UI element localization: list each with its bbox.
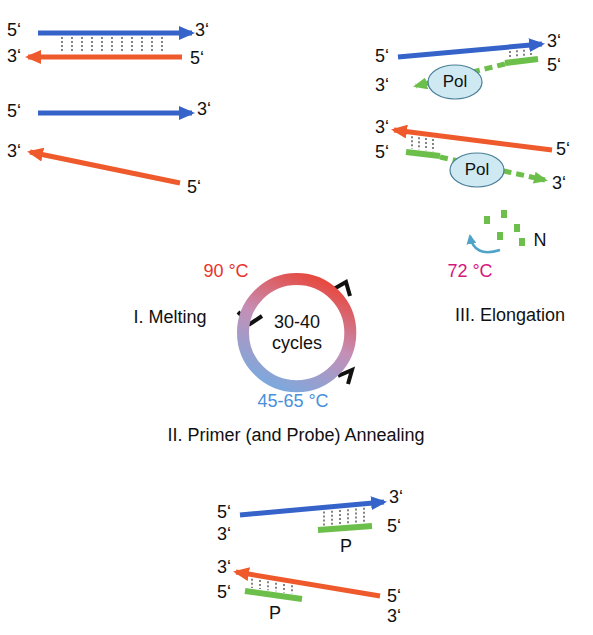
base-pair-stroke: [141, 37, 142, 53]
strand-end-label: 5‘: [190, 49, 204, 69]
cycle-count: 30-40 cycles: [262, 312, 332, 353]
cycle-ring: 30-40 cycles: [236, 272, 357, 393]
strand-end-label: 5‘: [387, 517, 401, 537]
step-label: II. Primer (and Probe) Annealing: [167, 426, 424, 446]
polymerase-ellipse: Pol: [449, 152, 505, 188]
strand-end-label: 5‘: [7, 102, 21, 122]
strand-end-label: 5‘: [375, 143, 389, 163]
strand-end-label: 3‘: [389, 488, 403, 508]
strand-end-label: P: [340, 537, 352, 557]
strand-end-label: 3‘: [197, 100, 211, 120]
base-pair-stroke: [101, 37, 102, 53]
base-pair-stroke: [411, 136, 412, 148]
strand-end-label: 3‘: [375, 118, 389, 138]
base-pair-stroke: [418, 137, 419, 149]
base-pair-stroke: [131, 37, 132, 53]
base-pair-stroke: [432, 139, 433, 151]
base-pair-stroke: [161, 37, 162, 53]
base-pair-stroke: [111, 37, 112, 53]
strand-end-label: 5‘: [217, 583, 231, 603]
step-label: 45-65 °C: [257, 392, 328, 412]
step-label: III. Elongation: [455, 306, 565, 326]
polymerase-ellipse: Pol: [427, 64, 483, 100]
base-pair-stroke: [259, 580, 260, 589]
base-pair-stroke: [530, 49, 531, 56]
base-pair-stroke: [81, 37, 82, 53]
strand-end-label: 3‘: [375, 76, 389, 96]
base-pair-stroke: [275, 583, 276, 592]
base-pair-stroke: [151, 37, 152, 53]
strand-end-label: N: [534, 231, 547, 251]
strand-end-label: 5‘: [387, 587, 401, 607]
strand-end-label: 5‘: [7, 21, 21, 41]
base-pair-stroke: [516, 50, 517, 57]
base-pair-stroke: [291, 585, 292, 593]
base-pair-stroke: [425, 138, 426, 150]
step-label: I. Melting: [133, 308, 206, 328]
strand-end-label: 3‘: [552, 174, 566, 194]
base-pair-stroke: [347, 509, 348, 524]
base-pair-stroke: [523, 50, 524, 57]
strand-end-label: 3‘: [547, 32, 561, 52]
polymerase-label: Pol: [443, 72, 468, 92]
strand-end-label: 3‘: [387, 607, 401, 627]
strand-end-label: 3‘: [7, 142, 21, 162]
base-pair-stroke: [283, 584, 284, 592]
strand-end-label: 5‘: [217, 503, 231, 523]
polymerase-label: Pol: [465, 160, 490, 180]
strand-end-label: 3‘: [217, 525, 231, 545]
base-pair-stroke: [339, 510, 340, 524]
strand-end-label: 5‘: [556, 140, 570, 160]
strand-end-label: 3‘: [7, 47, 21, 67]
base-pair-stroke: [91, 37, 92, 53]
base-pair-stroke: [363, 508, 364, 523]
step-label: 72 °C: [447, 262, 492, 282]
base-pair-stroke: [509, 51, 510, 59]
strand-end-label: 5‘: [547, 56, 561, 76]
strand-end-label: 3‘: [195, 21, 209, 41]
step-label: 90 °C: [203, 262, 248, 282]
strand-end-label: 5‘: [187, 178, 201, 198]
strand-end-label: 5‘: [375, 47, 389, 67]
base-pair-stroke: [331, 511, 332, 525]
base-pair-stroke: [251, 579, 252, 588]
base-pair-stroke: [267, 581, 268, 590]
base-pair-stroke: [323, 511, 324, 525]
base-pair-stroke: [121, 37, 122, 53]
base-pair-stroke: [61, 37, 62, 53]
base-pair-stroke: [355, 509, 356, 524]
base-pair-stroke: [71, 37, 72, 53]
strand-end-label: 3‘: [217, 558, 231, 578]
strand-end-label: P: [269, 604, 281, 624]
